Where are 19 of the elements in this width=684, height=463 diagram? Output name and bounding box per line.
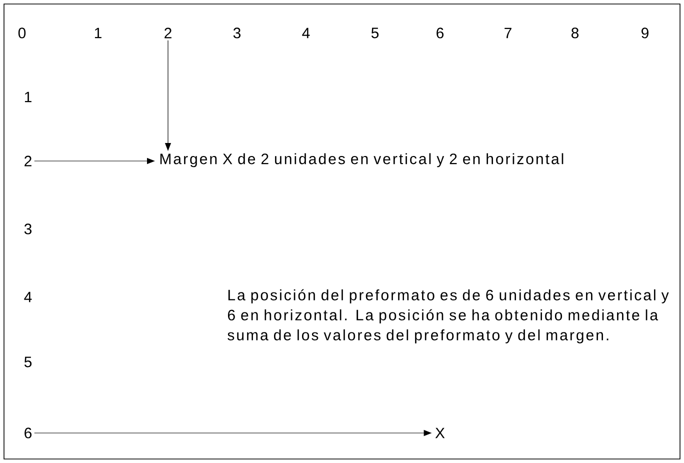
scale-number: 1 [94, 28, 102, 38]
axis-label: X [435, 428, 445, 438]
scale-number: 2 [24, 156, 32, 166]
scale-number: 5 [24, 356, 32, 368]
scale-number: 1 [24, 92, 32, 102]
scale-number: 3 [233, 28, 241, 38]
scale-number: 6 [24, 428, 32, 438]
scale-number: 0 [18, 28, 26, 38]
margin-text: Margen X de 2 unidades en vertical y 2 en horizontal [160, 153, 564, 168]
scale-number: 5 [371, 28, 379, 38]
scale-number: 6 [436, 28, 444, 38]
scale-number: 4 [302, 28, 310, 38]
note-text: La posición del preformato es de 6 unidades en vertical y 6 en horizontal. La posición se ha obtenido mediante la suma de los valores del preformato y del margen. [228, 289, 669, 344]
scale-number: 7 [504, 28, 512, 38]
scale-number: 4 [24, 292, 32, 302]
scale-number: 3 [24, 224, 32, 234]
scale-number: 9 [642, 28, 648, 38]
scale-number: 2 [164, 28, 172, 38]
scale-number: 8 [572, 28, 579, 38]
